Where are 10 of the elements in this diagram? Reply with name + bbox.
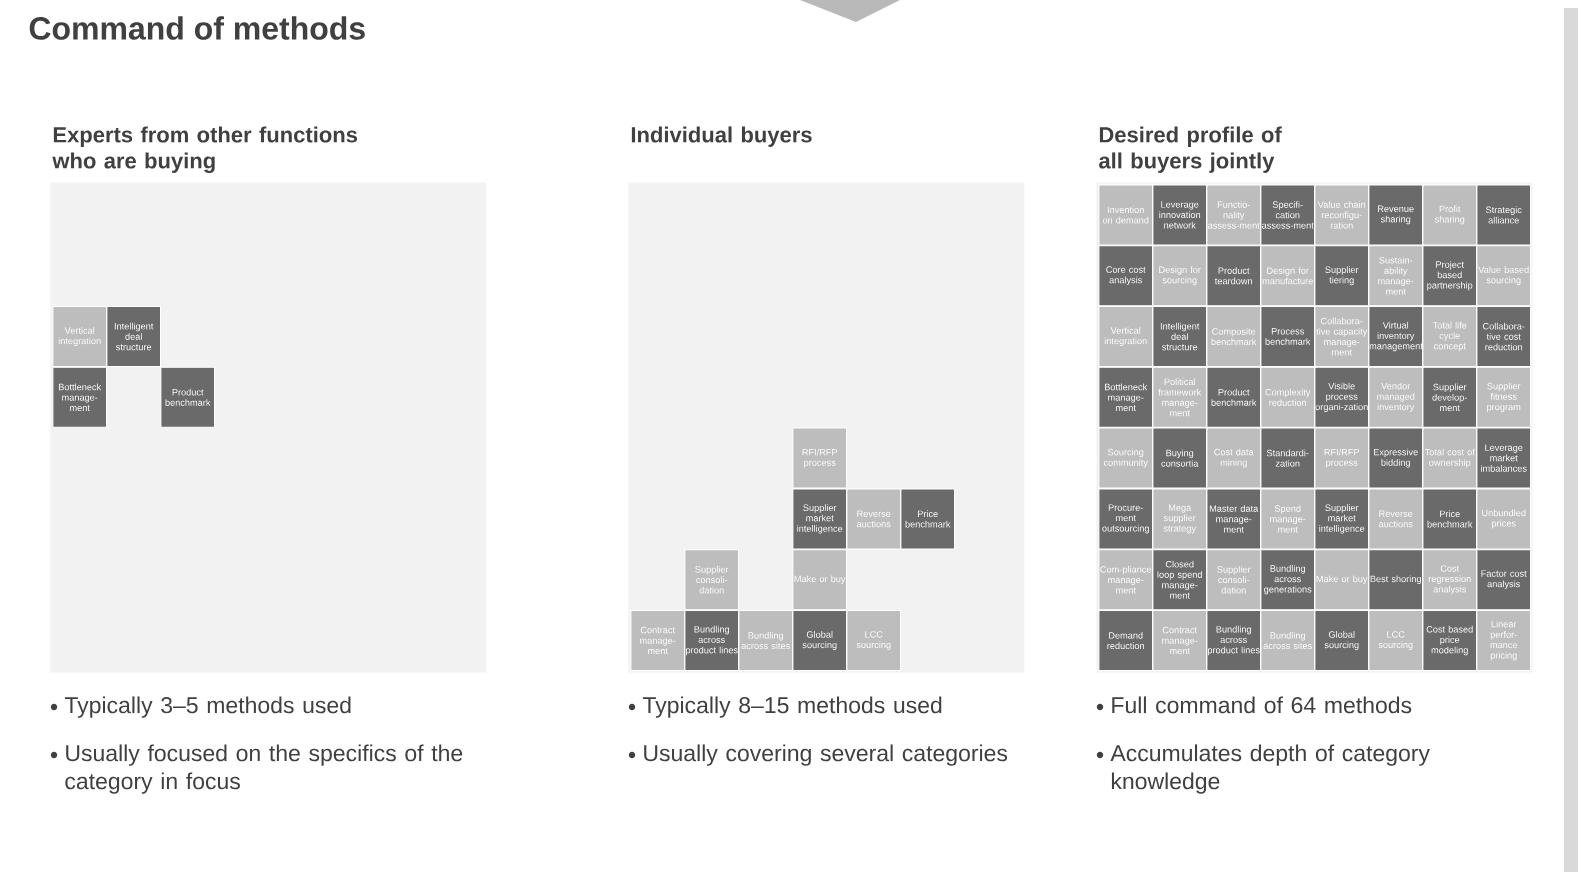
column-heading: Desired profile of all buyers jointly bbox=[1099, 126, 1282, 173]
column-heading: Experts from other functions who are buying bbox=[52, 126, 358, 173]
bullet-item: Usually focused on the specifics of the category in focus bbox=[65, 744, 463, 794]
bullet-item: Typically 3–5 methods used bbox=[64, 696, 351, 718]
bullet-item: Typically 8–15 methods used bbox=[642, 696, 942, 718]
bullet-item: Usually covering several categories bbox=[644, 744, 1008, 766]
bullet-item: Accumulates depth of category knowledge bbox=[1110, 744, 1430, 794]
bullet-item: Full command of 64 methods bbox=[1112, 696, 1412, 714]
title: Command of methods bbox=[29, 16, 365, 40]
column-heading: Individual buyers bbox=[631, 126, 812, 147]
